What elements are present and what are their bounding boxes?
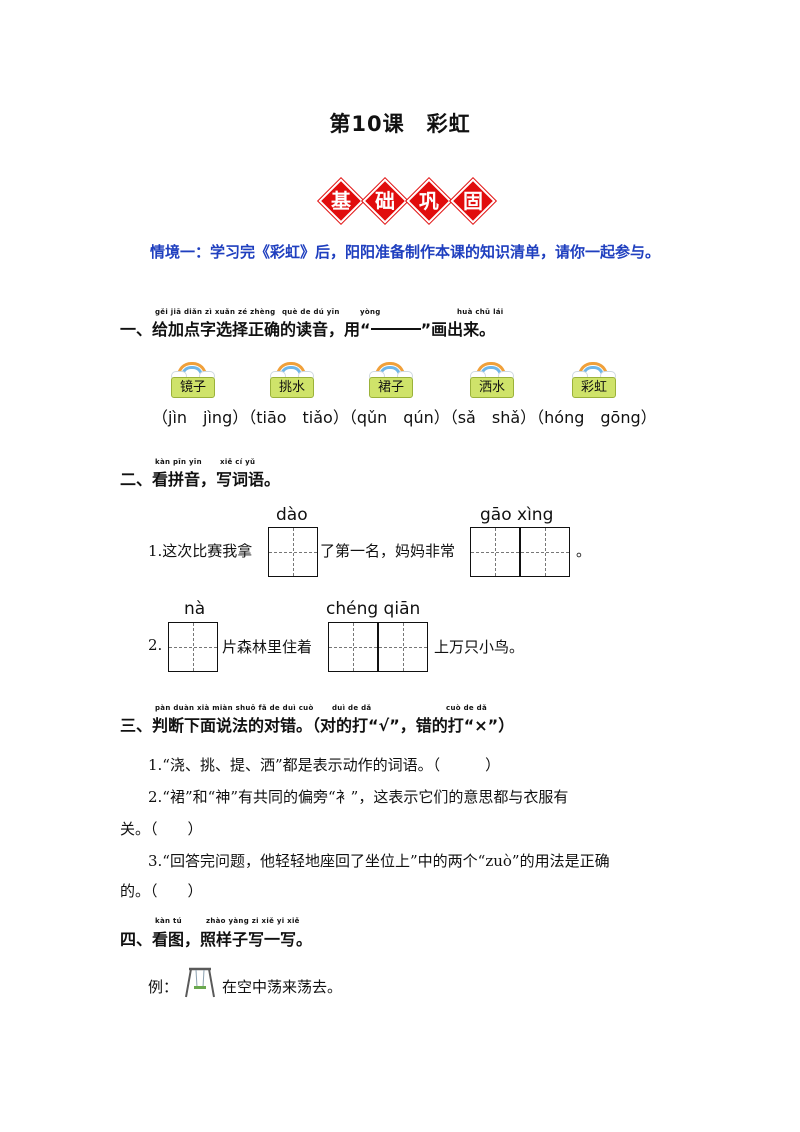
word-card-label: 彩虹 bbox=[572, 377, 616, 398]
banner-char: 基 bbox=[331, 189, 351, 213]
banner-char: 巩 bbox=[419, 189, 439, 213]
pinyin-annotation: kàn pīn yīn bbox=[155, 458, 202, 466]
word-card-label: 洒水 bbox=[470, 377, 514, 398]
section2-number: 二、 bbox=[120, 470, 153, 489]
banner-char: 固 bbox=[463, 189, 483, 213]
example-label: 例： bbox=[148, 978, 179, 996]
judgement-question-3-line-1: 3.“回答完问题，他轻轻地座回了坐位上”中的两个“zuò”的用法是正确 bbox=[148, 852, 610, 870]
pinyin-annotation: yòng bbox=[360, 308, 381, 316]
pinyin-annotation: xiě cí yǔ bbox=[220, 458, 256, 466]
pinyin-annotation: kàn tú bbox=[155, 917, 182, 925]
sentence-2-part-a: 2. bbox=[148, 636, 163, 654]
pinyin-prompt: nà bbox=[184, 599, 206, 619]
banner-tile: 巩 bbox=[409, 181, 449, 221]
section3-text-a: 判断下面说法的对错。（ bbox=[152, 716, 321, 735]
word-card: 镜子 bbox=[169, 362, 215, 398]
section1-text-a: 给加点字选择正 bbox=[152, 320, 265, 339]
judgement-question-2-line-2[interactable]: 关。（ ） bbox=[120, 820, 203, 838]
pinyin-annotation: zhào yàng zi xiě yi xiě bbox=[206, 917, 300, 925]
section1-number: 一、 bbox=[120, 320, 153, 339]
pinyin-annotation: pàn duàn xià miàn shuō fǎ de duì cuò bbox=[155, 704, 314, 712]
judgement-question-1[interactable]: 1.“浇、挑、提、洒”都是表示动作的词语。（ ） bbox=[148, 756, 501, 774]
section4-text: 看图，照样子写一写。 bbox=[152, 930, 313, 949]
sentence-1-part-b: 了第一名，妈妈非常 bbox=[320, 542, 456, 560]
section3-text-c: 错的打“×”） bbox=[415, 716, 515, 735]
word-card: 挑水 bbox=[268, 362, 314, 398]
section1-quote-open: “ bbox=[360, 320, 371, 339]
banner-char: 础 bbox=[375, 189, 395, 213]
pinyin-prompt: dào bbox=[276, 505, 308, 525]
section3-heading: 三、判断下面说法的对错。（对的打“√”，错的打“×”） bbox=[120, 712, 514, 736]
page-title: 第10课 彩虹 bbox=[329, 112, 471, 136]
sentence-1-part-a: 1.这次比赛我拿 bbox=[148, 542, 253, 560]
writing-grid[interactable] bbox=[268, 527, 318, 577]
section1-text-c: 画出来。 bbox=[431, 320, 496, 339]
word-card-label: 镜子 bbox=[171, 377, 215, 398]
section4-heading: 四、看图，照样子写一写。 bbox=[120, 926, 312, 950]
section3-number: 三、 bbox=[120, 716, 153, 735]
pinyin-annotation: què de dú yīn bbox=[282, 308, 340, 316]
swing-icon bbox=[185, 967, 215, 998]
scenario-text: 情境一：学习完《彩虹》后，阳阳准备制作本课的知识清单，请你一起参与。 bbox=[150, 243, 661, 261]
sentence-1-part-c: 。 bbox=[576, 542, 592, 560]
writing-grid[interactable] bbox=[378, 622, 428, 672]
underline-mark bbox=[370, 328, 421, 330]
banner-tile: 基 bbox=[321, 181, 361, 221]
section1-text-b: 确的读音，用 bbox=[264, 320, 361, 339]
section1-quote-close: ” bbox=[420, 320, 432, 339]
judgement-question-2-line-1: 2.“裙”和“神”有共同的偏旁“衤”，这表示它们的意思都与衣服有 bbox=[148, 788, 569, 806]
word-card: 裙子 bbox=[367, 362, 413, 398]
writing-grid[interactable] bbox=[168, 622, 218, 672]
section2-text: 看拼音，写词语。 bbox=[152, 470, 281, 489]
word-card: 洒水 bbox=[468, 362, 514, 398]
word-card-label: 挑水 bbox=[270, 377, 314, 398]
banner-tile: 固 bbox=[453, 181, 493, 221]
word-card: 彩虹 bbox=[570, 362, 616, 398]
pinyin-annotation: gěi jiā diǎn zì xuǎn zé zhèng bbox=[155, 308, 276, 316]
pinyin-annotation: cuò de dǎ bbox=[446, 704, 488, 712]
section1-heading: 一、给加点字选择正确的读音，用“ ”画出来。 bbox=[120, 316, 495, 340]
sentence-2-part-b: 片森林里住着 bbox=[222, 638, 313, 656]
pinyin-annotation: huà chū lái bbox=[457, 308, 504, 316]
pronunciation-options[interactable]: （jìn jìng）（tiāo tiǎo）（qǔn qún）（sǎ shǎ）（h… bbox=[152, 408, 657, 427]
section3-text-b: 对的打“√”， bbox=[320, 716, 416, 735]
sentence-2-part-c: 上万只小鸟。 bbox=[434, 638, 525, 656]
section2-heading: 二、看拼音，写词语。 bbox=[120, 466, 280, 490]
writing-grid[interactable] bbox=[328, 622, 378, 672]
judgement-question-3-line-2[interactable]: 的。（ ） bbox=[120, 882, 203, 900]
example-text: 在空中荡来荡去。 bbox=[222, 978, 343, 996]
pinyin-prompt: gāo xìng bbox=[480, 505, 554, 525]
section-banner: 基 础 巩 固 bbox=[321, 181, 493, 221]
pinyin-annotation: duì de dǎ bbox=[332, 704, 372, 712]
banner-tile: 础 bbox=[365, 181, 405, 221]
section4-number: 四、 bbox=[120, 930, 153, 949]
pinyin-prompt: chéng qiān bbox=[326, 599, 421, 619]
word-card-label: 裙子 bbox=[369, 377, 413, 398]
writing-grid[interactable] bbox=[470, 527, 520, 577]
writing-grid[interactable] bbox=[520, 527, 570, 577]
